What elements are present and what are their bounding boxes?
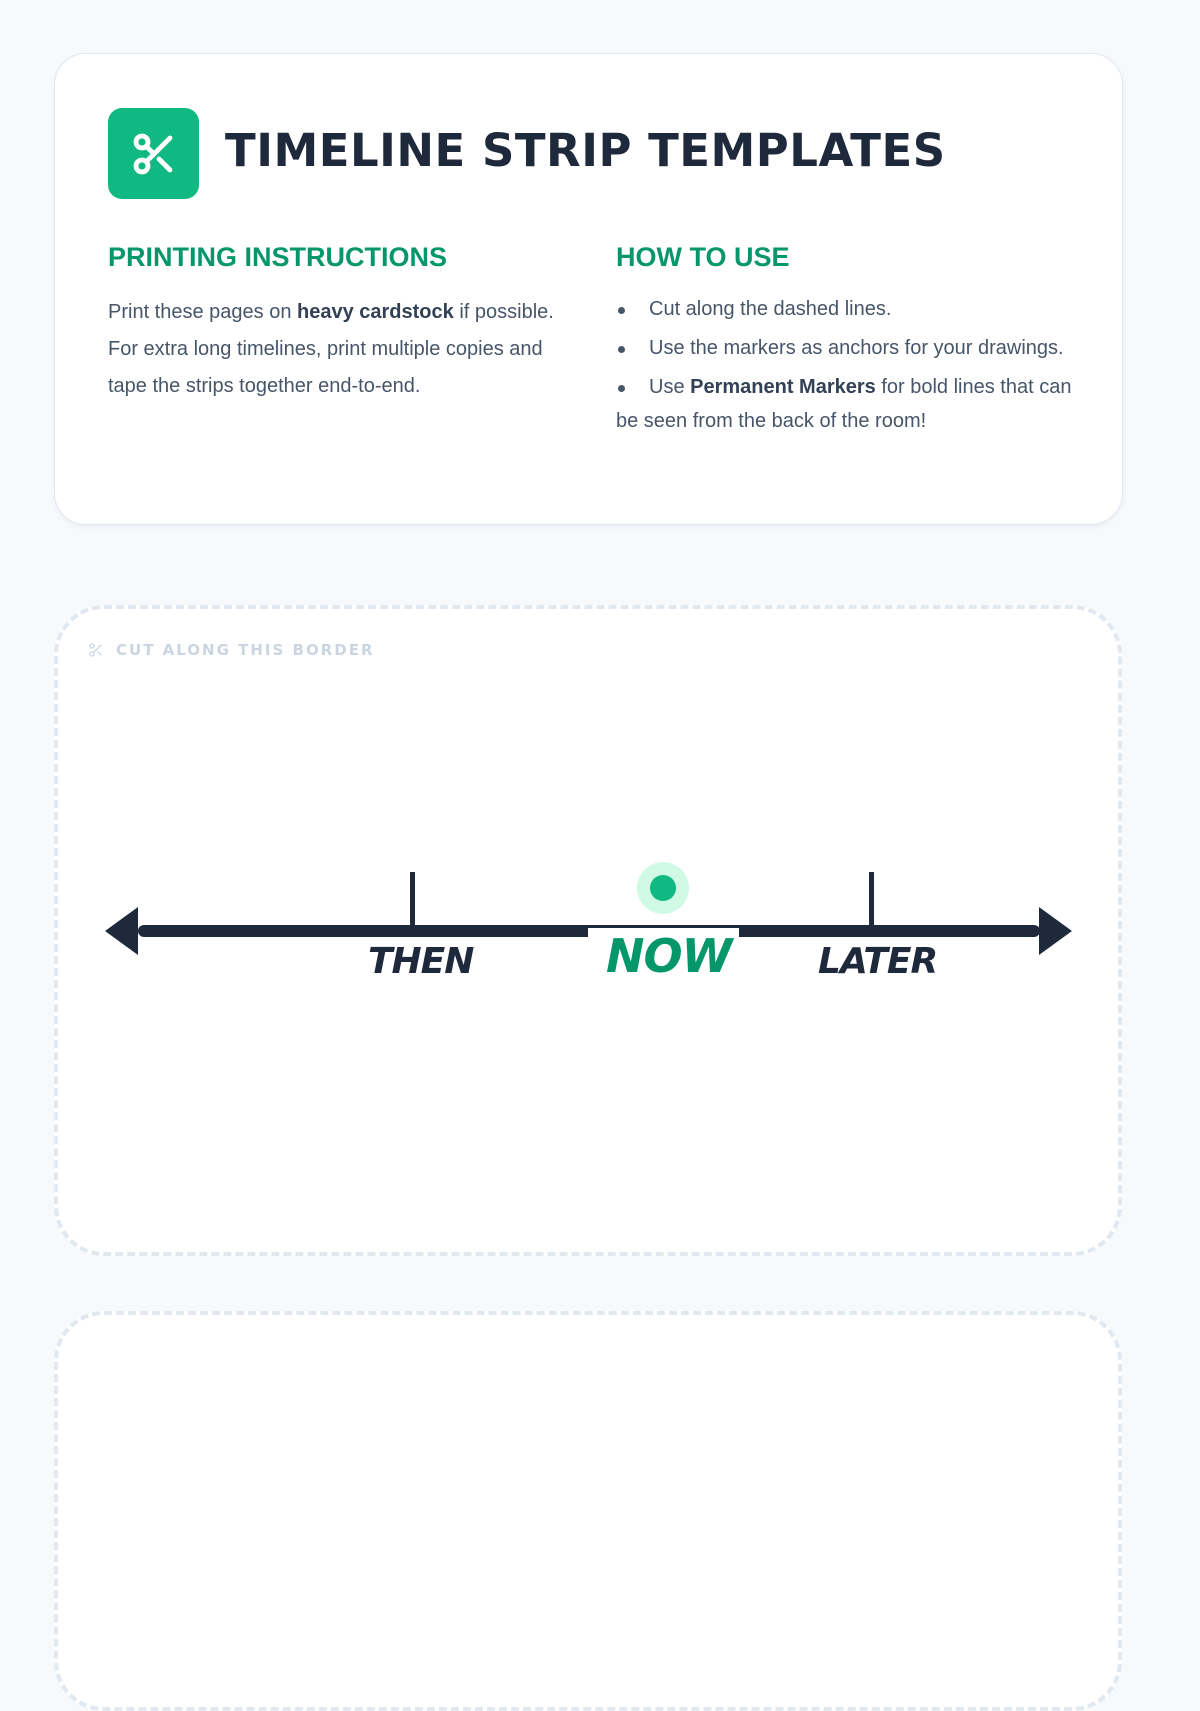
how-to-use-heading: HOW TO USE	[616, 242, 790, 272]
now-marker-dot	[650, 875, 676, 901]
list-item: Use Permanent Markers for bold lines tha…	[616, 370, 1076, 438]
label-then: THEN	[368, 941, 474, 982]
instructions-card: TIMELINE STRIP TEMPLATES PRINTING INSTRU…	[54, 53, 1123, 525]
right-arrow-icon	[1039, 907, 1072, 955]
tick-later	[869, 872, 874, 927]
printing-heading: PRINTING INSTRUCTIONS	[108, 242, 448, 272]
now-label-bg	[588, 928, 739, 968]
list-item: Cut along the dashed lines.	[616, 292, 1076, 326]
list-item: Use the markers as anchors for your draw…	[616, 331, 1076, 365]
scissors-icon	[89, 643, 102, 657]
page-title: TIMELINE STRIP TEMPLATES	[225, 124, 946, 177]
timeline-graphic	[105, 862, 1072, 968]
scissors-icon	[108, 108, 199, 199]
label-later: LATER	[818, 941, 938, 982]
tick-then	[410, 872, 415, 927]
timeline-strip-2	[54, 1311, 1122, 1711]
cut-label: CUT ALONG THIS BORDER	[88, 641, 375, 659]
how-to-use-list: Cut along the dashed lines. Use the mark…	[616, 292, 1076, 443]
label-now: NOW	[606, 929, 732, 983]
left-arrow-icon	[105, 907, 138, 955]
printing-text: Print these pages on heavy cardstock if …	[108, 301, 554, 397]
timeline-strip: CUT ALONG THIS BORDER THEN NOW LATER	[54, 605, 1122, 1256]
